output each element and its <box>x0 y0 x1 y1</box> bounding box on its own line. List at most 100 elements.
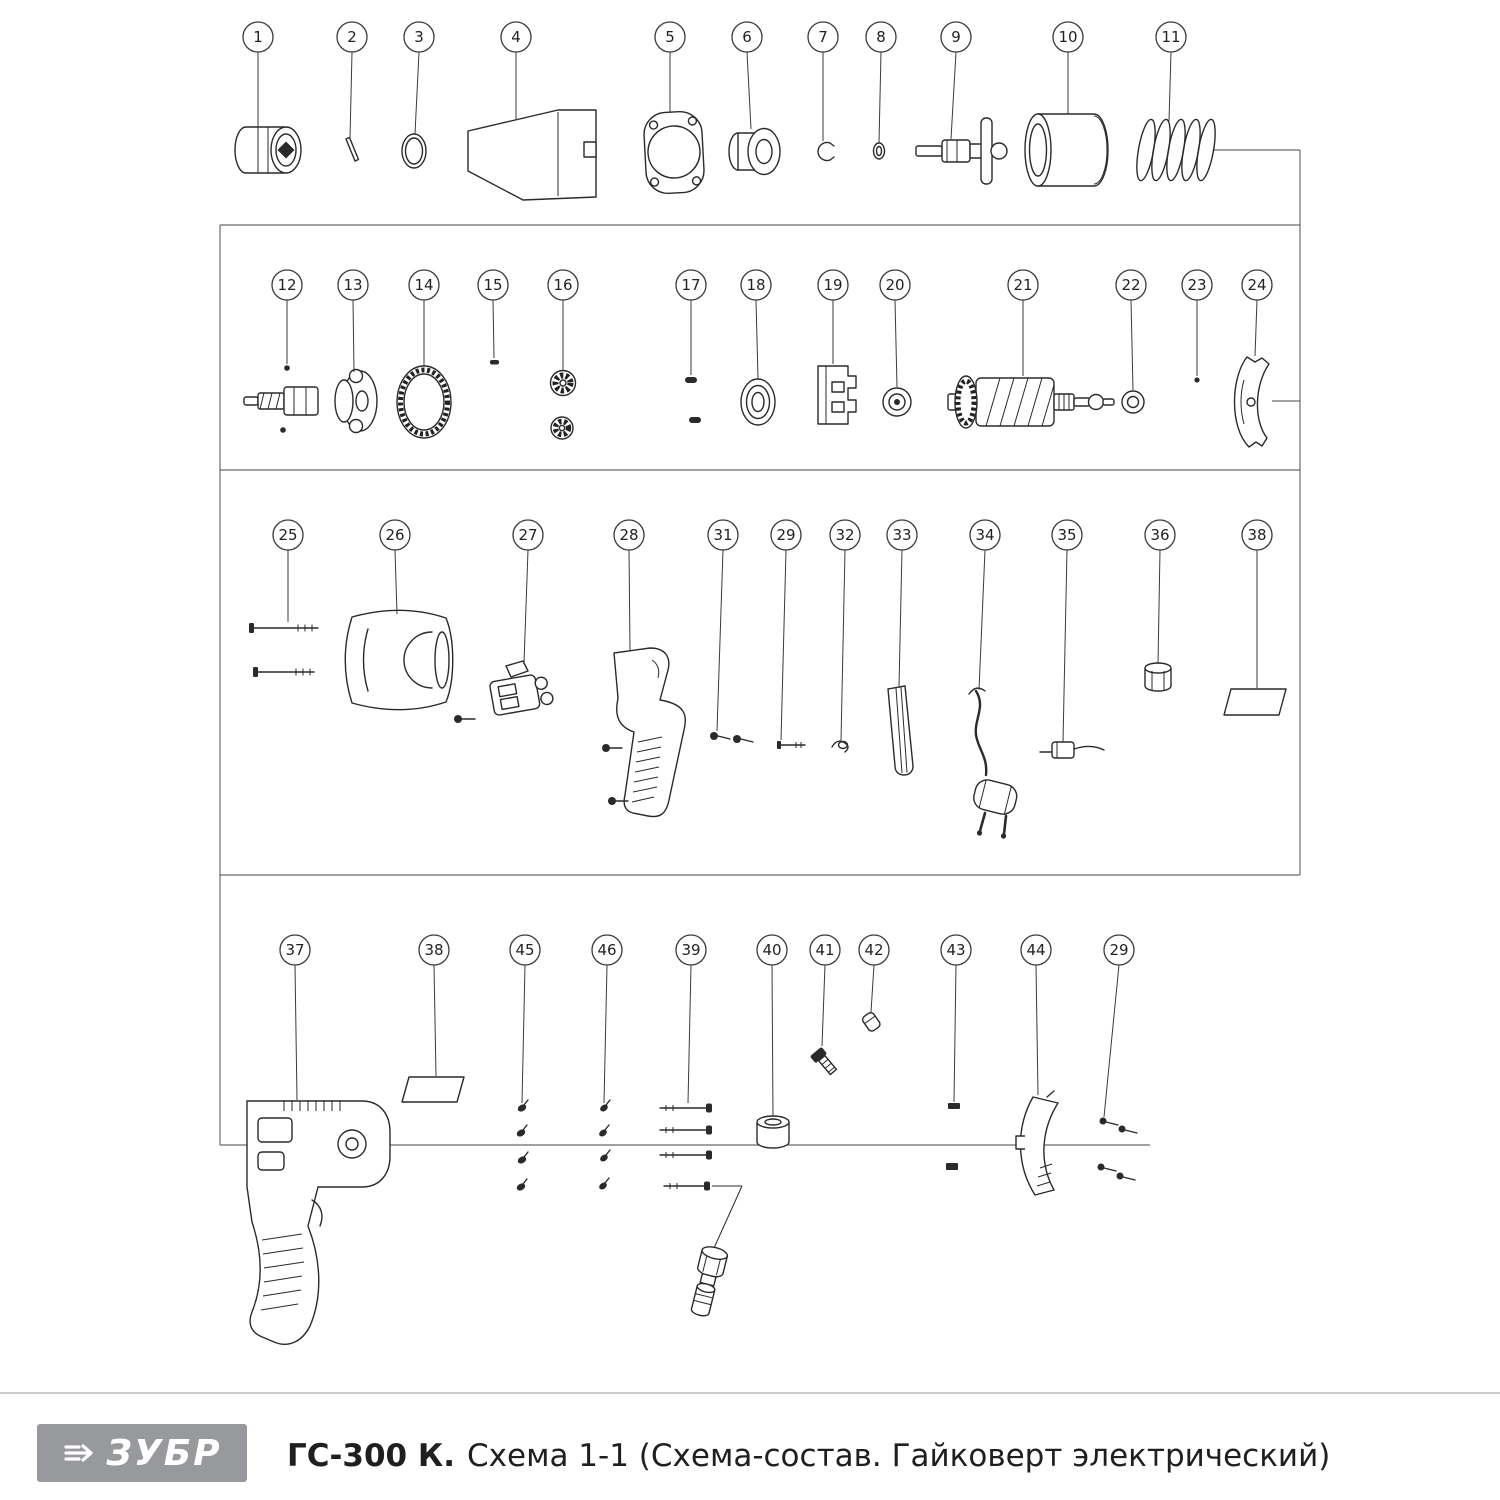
callout-34: 34 <box>969 519 1001 691</box>
callout-31: 31 <box>707 519 739 732</box>
svg-text:4: 4 <box>511 28 521 46</box>
callout-25: 25 <box>272 519 304 622</box>
part-22-bearing-small <box>1121 390 1145 414</box>
svg-text:11: 11 <box>1161 28 1180 46</box>
callout-12: 12 <box>271 269 303 364</box>
svg-text:10: 10 <box>1058 28 1077 46</box>
part-36-terminal <box>1144 662 1172 692</box>
svg-text:38: 38 <box>1247 526 1266 544</box>
callout-29: 29 <box>770 519 802 741</box>
callout-16: 16 <box>547 269 579 370</box>
callout-21: 21 <box>1007 269 1039 376</box>
part-35-switch-lead <box>1039 741 1105 759</box>
part-24-end-bracket <box>1233 356 1270 448</box>
part-7-circlip <box>817 141 835 162</box>
part-38-label-row3 <box>1223 688 1287 716</box>
part-34-power-cord <box>968 687 1018 839</box>
part-39-screws <box>659 1103 743 1249</box>
svg-text:29: 29 <box>776 526 795 544</box>
part-1-socket <box>234 126 302 174</box>
part-28-handle <box>602 647 687 818</box>
callout-20: 20 <box>879 269 911 388</box>
callout-29: 29 <box>1103 934 1135 1118</box>
svg-text:13: 13 <box>343 276 362 294</box>
callout-11: 11 <box>1155 21 1187 122</box>
svg-text:2: 2 <box>347 28 357 46</box>
part-46-fasteners <box>599 1099 611 1190</box>
part-21-armature <box>947 375 1115 429</box>
zubr-logo: ЗУБР <box>37 1424 247 1482</box>
callout-38: 38 <box>418 934 450 1077</box>
svg-text:26: 26 <box>385 526 404 544</box>
callout-35: 35 <box>1051 519 1083 743</box>
callout-22: 22 <box>1115 269 1147 391</box>
part-41-bolt <box>810 1047 838 1076</box>
svg-text:24: 24 <box>1247 276 1266 294</box>
callout-4: 4 <box>500 21 532 120</box>
svg-text:34: 34 <box>975 526 994 544</box>
part-44-cover <box>1015 1090 1059 1196</box>
callout-24: 24 <box>1241 269 1273 357</box>
part-17-pins <box>685 377 701 423</box>
part-6-bushing <box>728 127 781 176</box>
callout-2: 2 <box>336 21 368 140</box>
callout-38: 38 <box>1241 519 1273 688</box>
svg-text:9: 9 <box>951 28 961 46</box>
svg-text:31: 31 <box>713 526 732 544</box>
part-4-gear-housing <box>467 109 597 201</box>
part-26-stator <box>344 609 454 711</box>
part-33-cord-sleeve <box>887 685 914 776</box>
svg-text:1: 1 <box>253 28 263 46</box>
callout-39: 39 <box>675 934 707 1104</box>
callout-46: 46 <box>591 934 623 1104</box>
model-name: ГС-300 К. <box>287 1438 455 1474</box>
callout-18: 18 <box>740 269 772 380</box>
svg-text:27: 27 <box>518 526 537 544</box>
part-adapter-assembly <box>690 1246 729 1317</box>
svg-text:42: 42 <box>864 941 883 959</box>
part-8-o-ring <box>872 142 886 160</box>
callout-37: 37 <box>279 934 311 1101</box>
svg-text:38: 38 <box>424 941 443 959</box>
callout-13: 13 <box>337 269 369 373</box>
part-11-spring <box>1136 118 1216 182</box>
svg-text:7: 7 <box>818 28 828 46</box>
svg-text:17: 17 <box>681 276 700 294</box>
svg-text:43: 43 <box>946 941 965 959</box>
callout-45: 45 <box>509 934 541 1104</box>
callout-44: 44 <box>1020 934 1052 1096</box>
part-12-pin <box>280 365 290 433</box>
svg-text:46: 46 <box>597 941 616 959</box>
callout-8: 8 <box>865 21 897 144</box>
part-14-ring-gear <box>396 365 452 439</box>
callout-3: 3 <box>403 21 435 135</box>
svg-text:23: 23 <box>1187 276 1206 294</box>
svg-text:37: 37 <box>285 941 304 959</box>
callout-7: 7 <box>807 21 839 141</box>
callout-14: 14 <box>408 269 440 366</box>
callout-9: 9 <box>940 21 972 140</box>
svg-text:5: 5 <box>665 28 675 46</box>
part-42-sleeve-small <box>861 1012 881 1032</box>
svg-text:14: 14 <box>414 276 433 294</box>
svg-text:29: 29 <box>1109 941 1128 959</box>
callout-15: 15 <box>477 269 509 359</box>
section-borders <box>219 149 1301 1146</box>
callout-36: 36 <box>1144 519 1176 665</box>
svg-text:19: 19 <box>823 276 842 294</box>
callout-28: 28 <box>613 519 645 651</box>
part-2-pin <box>345 136 360 162</box>
callout-5: 5 <box>654 21 686 112</box>
part-3-ring <box>401 133 427 169</box>
part-23-pin-small <box>1194 377 1200 383</box>
callout-32: 32 <box>829 519 861 742</box>
svg-text:3: 3 <box>414 28 424 46</box>
callout-33: 33 <box>886 519 918 688</box>
svg-text:33: 33 <box>892 526 911 544</box>
svg-text:28: 28 <box>619 526 638 544</box>
part-13-camshaft-flange <box>243 368 378 434</box>
part-38-label-row4 <box>401 1076 465 1103</box>
svg-text:44: 44 <box>1026 941 1045 959</box>
